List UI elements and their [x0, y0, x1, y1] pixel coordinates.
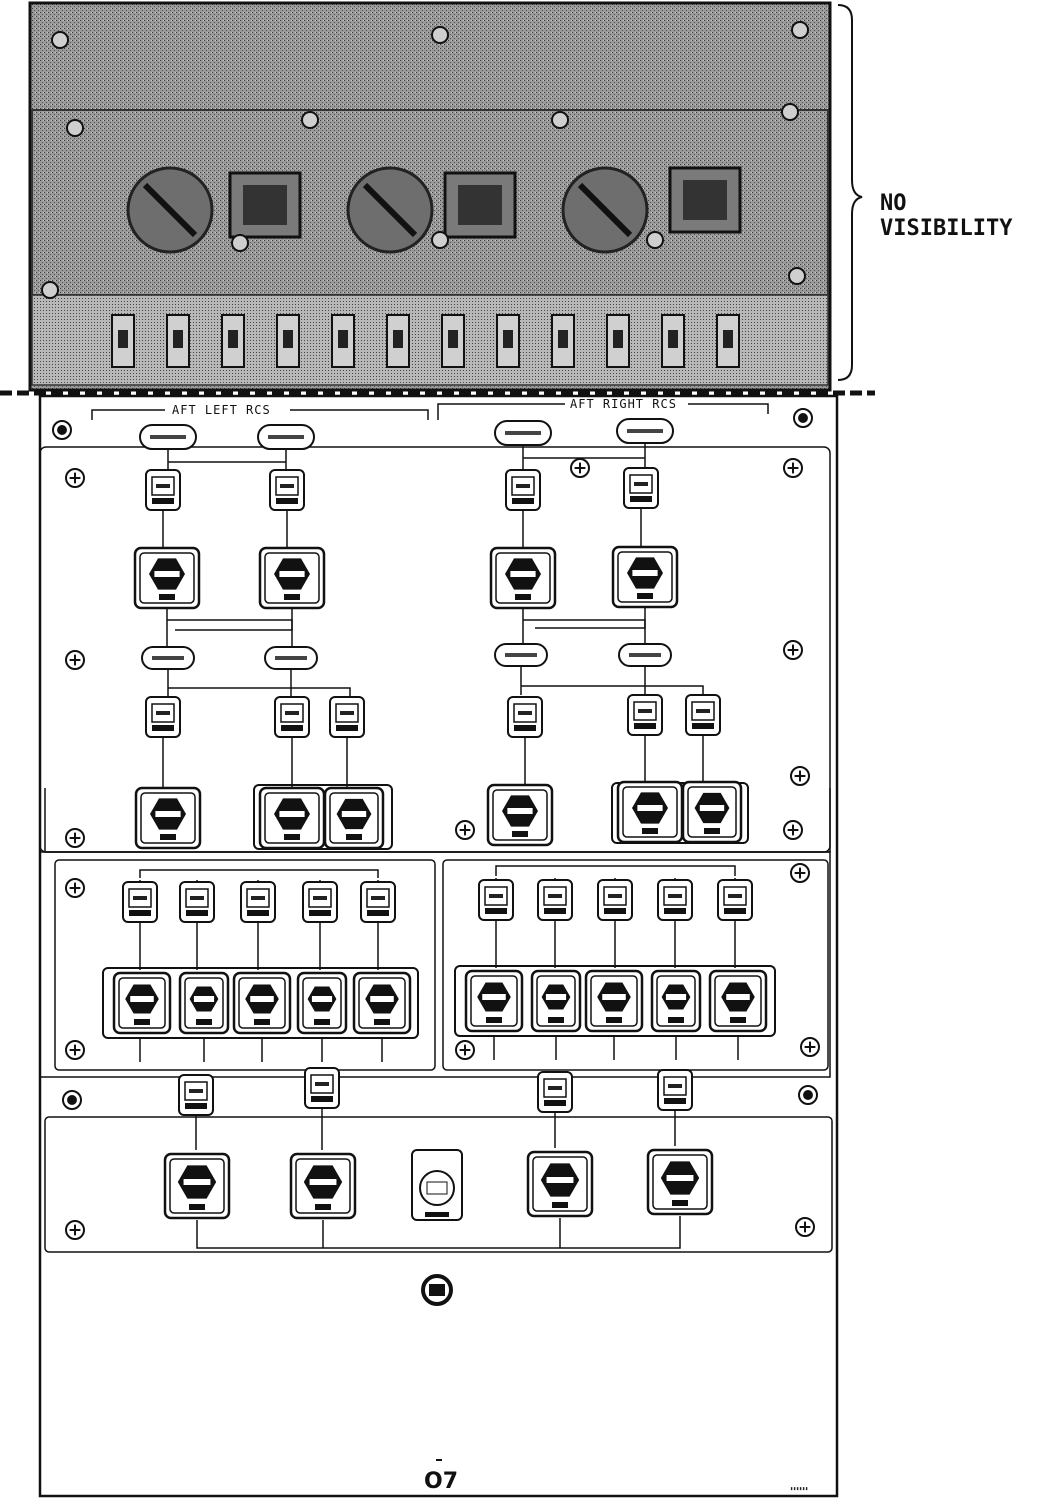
left-section-title: AFT LEFT RCS	[172, 403, 271, 417]
screw-head-icon	[790, 863, 810, 883]
switch-guard-icon	[708, 969, 768, 1033]
manifold-right-box	[442, 859, 829, 1071]
talkback-indicator-icon	[537, 879, 573, 921]
screw-head-icon	[65, 828, 85, 848]
switch-guard-icon	[258, 546, 326, 610]
note-line-1: NO	[880, 191, 907, 216]
talkback-indicator-icon	[507, 696, 543, 738]
talkback-indicator-icon	[537, 1071, 573, 1113]
switch-guard-icon	[530, 969, 582, 1033]
screw-head-icon	[65, 1040, 85, 1060]
screw-head-icon	[793, 408, 813, 428]
talkback-indicator-icon	[145, 469, 181, 511]
switch-guard-icon	[646, 1148, 714, 1216]
right-section-title: AFT RIGHT RCS	[570, 397, 677, 411]
obscured-region	[28, 1, 832, 392]
switch-guard-icon	[352, 971, 412, 1035]
flow-pills	[139, 418, 674, 670]
talkback-indicator-icon	[623, 467, 659, 509]
screw-head-icon	[783, 640, 803, 660]
switch-guard-icon	[526, 1150, 594, 1218]
talkback-indicator-icon	[302, 881, 338, 923]
talkback-indicator-icon	[717, 879, 753, 921]
talkback-indicator-icon	[505, 469, 541, 511]
drawing-code: ▮▮▮▮▮▮	[790, 1486, 808, 1492]
switch-guard-icon	[489, 546, 557, 610]
switch-guard-icon	[611, 545, 679, 609]
screw-head-icon	[800, 1037, 820, 1057]
switch-guard-icon	[258, 786, 326, 850]
switch-guard-icon	[616, 780, 684, 844]
screw-head-icon	[62, 1090, 82, 1110]
switch-guard-icon	[289, 1152, 357, 1220]
switch-guard-icon	[134, 786, 202, 850]
switch-guard-icon	[296, 971, 348, 1035]
talkback-indicator-icon	[304, 1067, 340, 1109]
screw-head-icon	[65, 650, 85, 670]
screw-head-icon	[455, 1040, 475, 1060]
master-crossfeed-rotary	[411, 1149, 463, 1221]
talkback-indicator-icon	[657, 879, 693, 921]
talkback-indicator-icon	[657, 1069, 693, 1111]
screw-head-icon	[783, 820, 803, 840]
switch-guard-icon	[681, 780, 743, 844]
talkback-indicator-icon	[179, 881, 215, 923]
switch-guard-icon	[584, 969, 644, 1033]
screws	[52, 408, 820, 1240]
panel-number: O7	[424, 1469, 458, 1494]
section-headers: AFT LEFT RCS AFT RIGHT RCS	[91, 397, 769, 420]
switch-guard-icon	[232, 971, 292, 1035]
talkback-indicator-icon	[360, 881, 396, 923]
screw-head-icon	[52, 420, 72, 440]
talkback-indicator-icon	[269, 469, 305, 511]
switches	[112, 545, 768, 1221]
talkback-indicator-icon	[627, 694, 663, 736]
talkback-indicator-icon	[240, 881, 276, 923]
screw-head-icon	[455, 820, 475, 840]
talkback-indicator-icon	[685, 694, 721, 736]
talkback-indicator-icon	[274, 696, 310, 738]
curly-bracket-icon	[837, 4, 863, 381]
switch-guard-icon	[464, 969, 524, 1033]
manifold-left-box	[54, 859, 436, 1071]
switch-guard-icon	[178, 971, 230, 1035]
crossfeed-sub-panel	[44, 1116, 833, 1253]
screw-head-icon	[790, 766, 810, 786]
switch-guard-icon	[112, 971, 172, 1035]
switch-guard-icon	[133, 546, 201, 610]
talkback-indicator-icon	[329, 696, 365, 738]
screw-head-icon	[65, 1220, 85, 1240]
screw-head-icon	[783, 458, 803, 478]
screw-head-icon	[65, 468, 85, 488]
switch-guard-icon	[650, 969, 702, 1033]
talkback-indicator-icon	[145, 696, 181, 738]
talkback-indicator-icon	[478, 879, 514, 921]
talkback-indicator-icon	[122, 881, 158, 923]
switch-guard-icon	[323, 786, 385, 850]
screw-head-icon	[65, 878, 85, 898]
panel-footer: O7 ▮▮▮▮▮▮	[421, 1274, 808, 1494]
switch-guard-icon	[163, 1152, 231, 1220]
screw-head-icon	[798, 1085, 818, 1105]
note-line-2: VISIBILITY	[880, 216, 1013, 241]
talkback-indicator-icon	[178, 1074, 214, 1116]
switch-guard-icon	[486, 783, 554, 847]
talkback-indicator-icon	[597, 879, 633, 921]
talkbacks	[122, 467, 753, 1116]
screw-head-icon	[795, 1217, 815, 1237]
screw-head-icon	[570, 458, 590, 478]
